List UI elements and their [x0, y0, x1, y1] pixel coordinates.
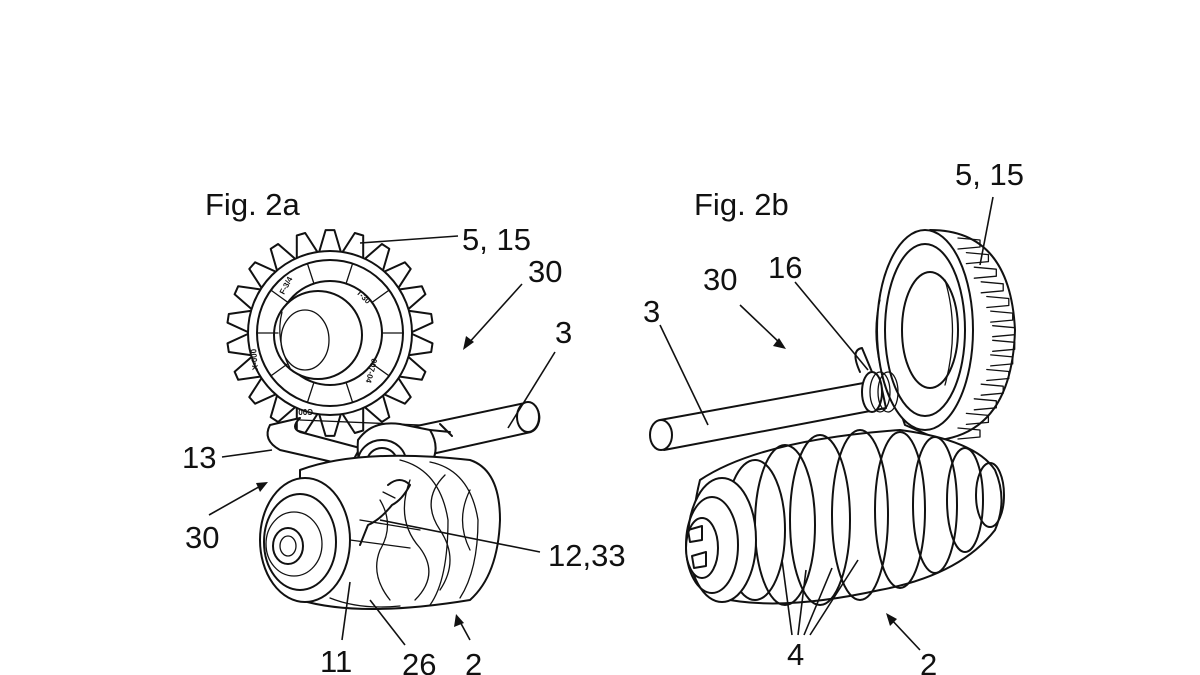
label-30-left-fig-2a: 30	[185, 520, 219, 555]
gear-tooth	[973, 266, 997, 279]
gear-tooth	[992, 325, 1016, 338]
gear-tooth	[965, 251, 990, 265]
gear-tooth	[992, 339, 1016, 352]
gear-face-divider	[371, 362, 390, 377]
fig-2a-title: Fig. 2a	[205, 187, 301, 222]
fig-2a-leaders	[208, 235, 556, 646]
shift-rod-3-fig-2b	[649, 347, 899, 451]
gear-face-divider	[345, 262, 354, 285]
figure-2b: Fig. 2b	[643, 157, 1024, 675]
gear-marking-2: X-000	[249, 348, 260, 371]
label-26: 26	[402, 647, 436, 675]
label-16: 16	[768, 250, 802, 285]
gear-tooth	[986, 295, 1010, 309]
label-2-fig-2a: 2	[465, 647, 482, 675]
label-5-15-fig-2b: 5, 15	[955, 157, 1024, 192]
gear-face-divider	[345, 381, 354, 404]
label-13: 13	[182, 440, 216, 475]
gear-face-divider	[270, 362, 289, 377]
label-5-15-fig-2a: 5, 15	[462, 222, 531, 257]
figure-2a: Fig. 2a F-3/4 X-000 T-30 C00 007-04	[182, 187, 626, 675]
gear-tooth	[957, 237, 981, 250]
gear-tooth	[990, 354, 1014, 367]
shift-drum-fig-2b	[685, 429, 1005, 606]
label-30-top-fig-2a: 30	[528, 254, 562, 289]
gear-face-divider	[270, 289, 289, 304]
gear-tooth	[980, 383, 1004, 396]
gear-tooth	[990, 310, 1014, 323]
gear-face-divider	[371, 289, 390, 304]
label-3-fig-2a: 3	[555, 315, 572, 350]
gear-5-15-fig-2b	[875, 229, 1016, 441]
fig-2b-title: Fig. 2b	[694, 187, 789, 222]
gear-tooth	[957, 427, 981, 440]
gear-marking-4: C00	[298, 407, 313, 416]
gear-tooth	[965, 412, 990, 426]
shift-drum-fig-2a	[259, 454, 501, 610]
label-12-33: 12,33	[548, 538, 626, 573]
gear-tooth	[986, 368, 1010, 382]
label-3-fig-2b: 3	[643, 294, 660, 329]
spring-16	[854, 347, 899, 413]
label-30-fig-2b: 30	[703, 262, 737, 297]
gear-5-15-fig-2a: F-3/4 X-000 T-30 C00 007-04	[226, 229, 434, 437]
gear-face-divider	[306, 381, 315, 404]
fig-2b-leaders	[659, 196, 994, 651]
label-4: 4	[787, 637, 804, 672]
gear-face-divider	[306, 262, 315, 285]
gear-tooth	[973, 398, 997, 411]
gear-tooth	[980, 281, 1004, 294]
label-11: 11	[320, 644, 352, 675]
label-2-fig-2b: 2	[920, 647, 937, 675]
